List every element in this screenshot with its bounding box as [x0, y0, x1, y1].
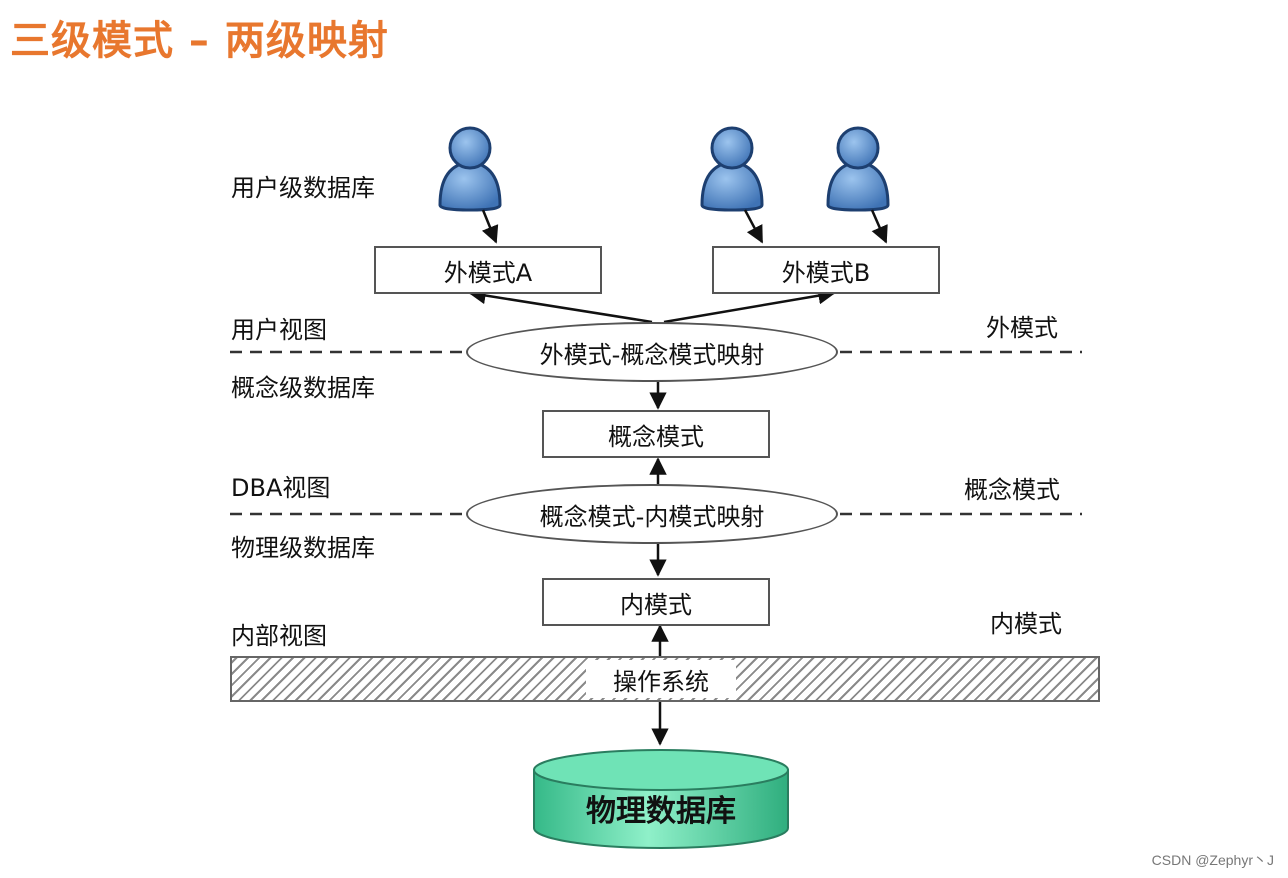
user-icon-2	[700, 126, 764, 212]
arrow-user1-to-external-a	[481, 209, 499, 244]
arrow-user2-to-external-b	[743, 209, 764, 244]
label-concept-db: 概念级数据库	[231, 374, 375, 402]
external-schema-a-box: 外模式A	[374, 246, 602, 294]
database-cylinder-icon	[533, 749, 789, 849]
user-icon-3	[826, 126, 890, 212]
physical-database-label: 物理数据库	[586, 794, 736, 829]
label-user-view: 用户视图	[231, 316, 327, 344]
label-external-schema: 外模式	[986, 314, 1058, 342]
label-physical-db: 物理级数据库	[231, 534, 375, 562]
label-internal-view: 内部视图	[231, 622, 327, 650]
conceptual-schema-box: 概念模式	[542, 410, 770, 458]
arrow-user3-to-external-b	[870, 209, 888, 244]
user-icon-1	[438, 126, 502, 212]
operating-system-label: 操作系统	[586, 660, 736, 698]
internal-schema-box: 内模式	[542, 578, 770, 626]
label-user-db: 用户级数据库	[231, 174, 375, 202]
external-conceptual-mapping: 外模式-概念模式映射	[466, 322, 838, 382]
arrow-mapping-to-external-b	[663, 287, 836, 324]
external-schema-b-box: 外模式B	[712, 246, 940, 294]
label-dba-view: DBA视图	[231, 474, 331, 502]
page-title: 三级模式 – 两级映射	[10, 18, 389, 64]
label-internal-schema: 内模式	[990, 610, 1062, 638]
watermark: CSDN @Zephyr丶J	[1151, 852, 1274, 868]
label-conceptual-schema: 概念模式	[964, 476, 1060, 504]
arrow-mapping-to-external-a	[468, 286, 653, 324]
conceptual-internal-mapping: 概念模式-内模式映射	[466, 484, 838, 544]
